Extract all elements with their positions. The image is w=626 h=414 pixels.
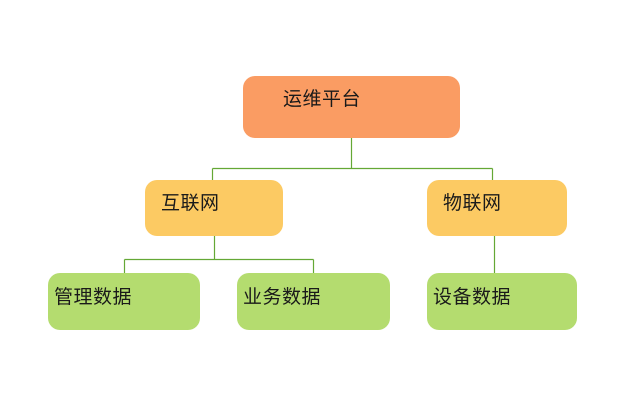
node-management-data-label: 管理数据 [54, 287, 133, 308]
node-iot-label: 物联网 [443, 193, 502, 214]
node-ops-platform[interactable]: 运维平台 [243, 76, 460, 138]
node-iot[interactable]: 物联网 [427, 180, 567, 236]
node-device-data-label: 设备数据 [433, 287, 512, 308]
node-ops-platform-label: 运维平台 [283, 89, 362, 110]
node-internet[interactable]: 互联网 [145, 180, 283, 236]
node-device-data[interactable]: 设备数据 [427, 273, 577, 330]
node-business-data[interactable]: 业务数据 [237, 273, 390, 330]
node-management-data[interactable]: 管理数据 [48, 273, 200, 330]
node-business-data-label: 业务数据 [243, 287, 322, 308]
node-internet-label: 互联网 [161, 193, 220, 214]
